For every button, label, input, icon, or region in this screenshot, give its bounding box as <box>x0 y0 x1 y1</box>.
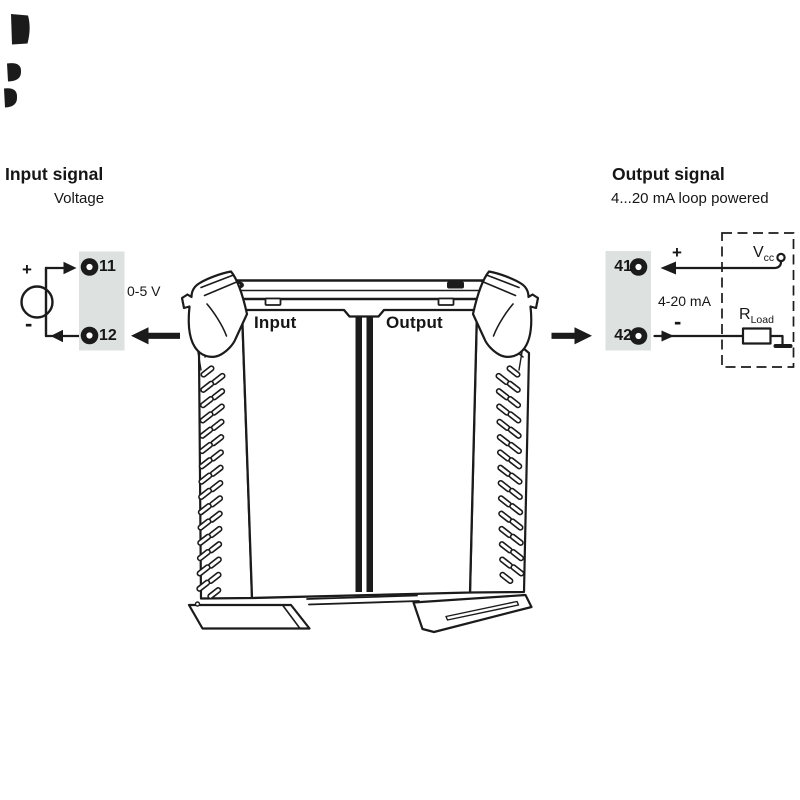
module-din-foot <box>187 593 533 634</box>
output-subtitle: 4...20 mA loop powered <box>611 190 769 207</box>
module-output-label: Output <box>386 313 443 332</box>
input-range-label: 0-5 V <box>127 283 161 299</box>
output-terminal-strip <box>605 251 651 351</box>
flow-arrow-right-icon <box>551 327 592 345</box>
output-title: Output signal <box>612 164 725 184</box>
loop-plus-sign: + <box>672 243 682 262</box>
terminal-number-41: 41 <box>614 258 632 275</box>
load-resistor-label: RLoad <box>739 306 774 326</box>
cap-marking <box>447 281 464 289</box>
wire-arrowhead-left-icon <box>50 329 63 343</box>
terminal-number-12: 12 <box>99 327 117 344</box>
cap-clip-left <box>264 297 282 306</box>
din-latch-left <box>187 603 311 630</box>
input-terminal-strip <box>79 251 125 351</box>
voltage-source-icon <box>20 261 81 343</box>
page-edge-artifacts <box>4 14 30 108</box>
cap-clip-right <box>437 297 455 306</box>
module-input-label: Input <box>254 313 297 332</box>
supply-terminal-icon <box>776 252 786 263</box>
module-right-connector <box>471 270 540 371</box>
output-loop-circuit <box>653 232 795 368</box>
converter-module <box>180 270 540 634</box>
input-title: Input signal <box>5 164 104 184</box>
source-plus-sign: + <box>22 260 32 279</box>
terminal-number-42: 42 <box>614 327 632 344</box>
vent-slots-left <box>196 365 226 600</box>
input-subtitle: Voltage <box>54 190 105 207</box>
output-range-label: 4-20 mA <box>658 293 711 309</box>
flow-arrow-left-icon <box>131 327 180 345</box>
external-loop-boundary <box>721 232 795 368</box>
resistor-icon <box>741 327 772 345</box>
wire-arrowhead-left-icon <box>660 261 676 275</box>
module-center-divider <box>355 317 373 592</box>
supply-voltage-label: Vcc <box>753 244 775 264</box>
source-minus-sign: - <box>25 311 33 336</box>
wire-arrowhead-right-icon <box>63 261 77 275</box>
terminal-number-11: 11 <box>99 258 116 275</box>
module-top-cap <box>204 279 515 306</box>
wire-arrowhead-right-icon <box>661 330 674 342</box>
loop-minus-sign: - <box>674 309 682 334</box>
module-left-connector <box>180 270 249 371</box>
vent-slots-right <box>495 365 525 585</box>
